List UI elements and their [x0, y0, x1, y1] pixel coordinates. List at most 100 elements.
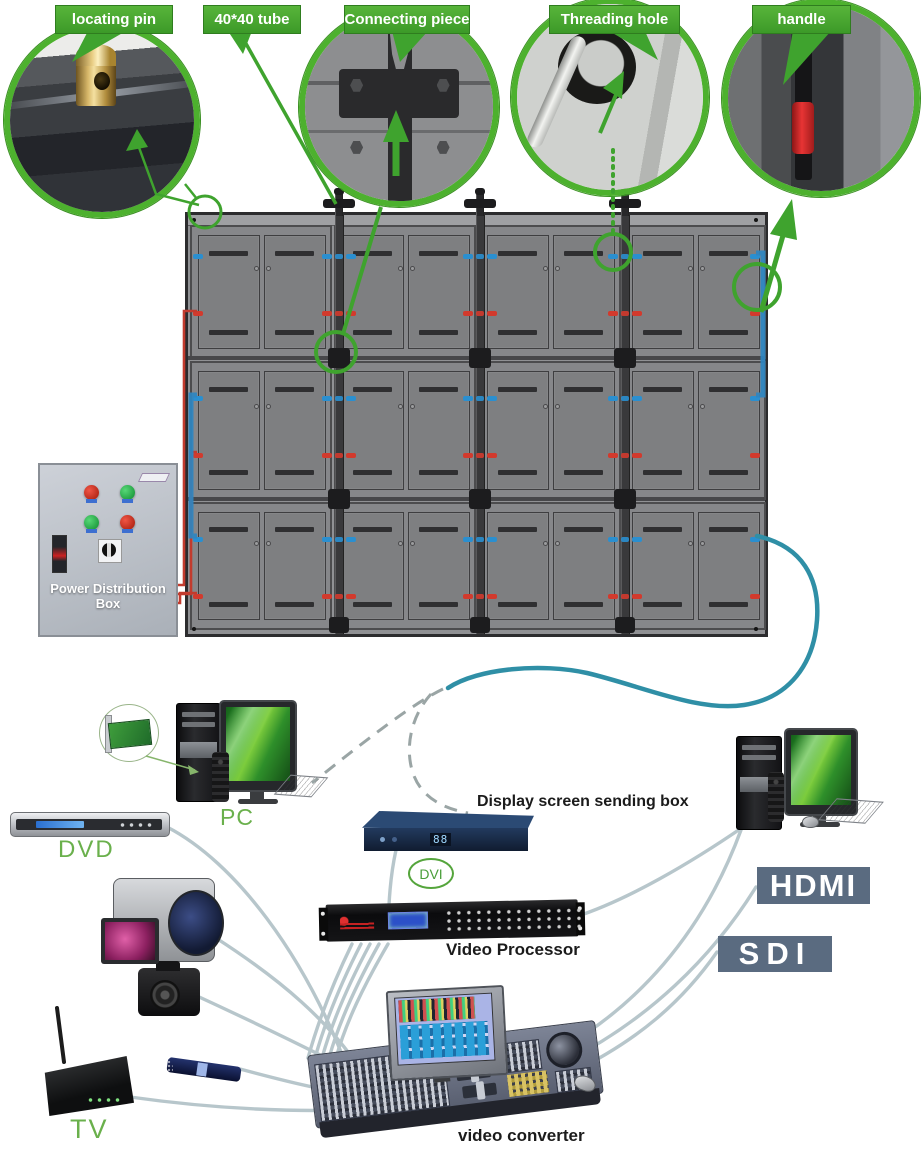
- dvd-front-strip: [16, 819, 162, 830]
- cabinet-door: [487, 235, 549, 349]
- hinge-dot: [688, 266, 693, 271]
- screen-softkeys: [399, 1020, 490, 1060]
- hinge-dot: [266, 403, 271, 409]
- wall-cabinet: [479, 361, 621, 500]
- monitor-base: [800, 822, 840, 827]
- power-distribution-box: Power Distribution Box: [38, 463, 178, 637]
- red-power-connector-icon: [608, 311, 618, 316]
- red-button-icon: [120, 515, 135, 533]
- wall-cabinet: [479, 502, 621, 630]
- sending-box-led: [392, 837, 397, 842]
- hinge-dot: [254, 266, 259, 271]
- blue-data-connector-icon: [346, 396, 356, 401]
- red-power-connector-icon: [346, 311, 356, 316]
- blue-data-connector-icon: [335, 254, 343, 259]
- camera-lens-icon: [150, 980, 180, 1010]
- blue-data-connector-icon: [335, 537, 343, 542]
- red-power-connector-icon: [476, 453, 484, 458]
- wall-cabinet: [479, 225, 621, 359]
- callout-label-tube: 40*40 tube: [203, 5, 301, 34]
- hinge-dot: [254, 541, 259, 547]
- locating-pin-photo: [4, 22, 200, 218]
- blue-data-connector-icon: [463, 537, 473, 542]
- capture-card-callout: [99, 704, 159, 762]
- processor-buttons: [443, 906, 585, 932]
- hex-bolt-icon: [436, 78, 450, 92]
- blue-data-connector-icon: [335, 396, 343, 401]
- sending-box-label: Display screen sending box: [477, 793, 689, 810]
- pc2-monitor: [784, 728, 858, 816]
- blue-data-connector-icon: [621, 537, 629, 542]
- blue-data-connector-icon: [476, 537, 484, 542]
- wall-cabinet: [334, 361, 476, 500]
- pc2-screen: [791, 735, 851, 805]
- hex-bolt-icon: [436, 140, 450, 154]
- cabinet-door: [553, 235, 615, 349]
- handle-slot: [794, 16, 812, 180]
- cabinet-door: [342, 512, 404, 620]
- red-power-connector-icon: [632, 594, 642, 599]
- drive-slot: [742, 745, 776, 750]
- wall-cabinet: [334, 225, 476, 359]
- hinge-dot: [398, 541, 403, 547]
- wall-cabinet: [190, 361, 332, 500]
- cabinet-door: [632, 512, 694, 620]
- cabinet-door: [342, 371, 404, 490]
- hinge-dot: [398, 266, 403, 271]
- remote-control-icon: [768, 772, 784, 822]
- vertical-tube-icon: [475, 215, 485, 634]
- monitor-stand: [250, 792, 264, 800]
- cabinet-door: [553, 371, 615, 490]
- hinge-dot: [700, 403, 705, 409]
- cabinet-door: [198, 512, 260, 620]
- red-power-connector-icon: [621, 453, 629, 458]
- cabinet-door: [264, 512, 326, 620]
- hinge-dot: [266, 266, 271, 271]
- blue-data-connector-icon: [487, 254, 497, 259]
- hinge-dot: [266, 541, 271, 547]
- red-power-connector-icon: [346, 594, 356, 599]
- cross-connector-icon: [469, 348, 491, 368]
- tube-cap-icon: [609, 199, 641, 208]
- handle-grip-icon: [792, 101, 815, 154]
- cabinet-door: [198, 235, 260, 349]
- blue-data-connector-icon: [487, 396, 497, 401]
- callout-label-connecting-piece: Connecting piece: [344, 5, 470, 34]
- red-power-connector-icon: [632, 453, 642, 458]
- cabinet-door: [198, 371, 260, 490]
- hinge-dot: [555, 403, 560, 409]
- mouse-icon: [802, 816, 819, 828]
- blue-data-connector-icon: [346, 254, 356, 259]
- red-power-connector-icon: [193, 453, 203, 458]
- wall-cabinet: [624, 502, 766, 630]
- sending-box: 88: [364, 828, 528, 851]
- hinge-dot: [688, 403, 693, 409]
- sending-box-display: 88: [430, 833, 452, 846]
- vertical-tube-icon: [620, 215, 630, 634]
- sdi-tag: SDI: [718, 936, 832, 972]
- callout-label-handle: handle: [752, 5, 851, 34]
- blue-data-connector-icon: [322, 396, 332, 401]
- red-power-connector-icon: [750, 311, 760, 316]
- red-power-connector-icon: [750, 594, 760, 599]
- red-power-connector-icon: [322, 594, 332, 599]
- hinge-dot: [700, 266, 705, 271]
- wall-cabinet: [334, 502, 476, 630]
- callout-text: 40*40 tube: [214, 11, 290, 28]
- wall-cabinet: [624, 361, 766, 500]
- video-processor: [318, 899, 586, 942]
- blue-data-connector-icon: [476, 396, 484, 401]
- camcorder-screen: [101, 918, 159, 964]
- red-power-connector-icon: [608, 453, 618, 458]
- tv-antenna-icon: [55, 1006, 66, 1064]
- video-converter-label: video converter: [458, 1126, 585, 1145]
- breaker-icon: [52, 535, 67, 573]
- corner-screw: [192, 218, 196, 222]
- video-processor-label: Video Processor: [446, 940, 580, 959]
- hinge-dot: [555, 266, 560, 271]
- monitor-base: [238, 799, 278, 804]
- red-power-connector-icon: [476, 594, 484, 599]
- mic-head-icon: [139, 1052, 173, 1086]
- microphone: [139, 1050, 243, 1090]
- tv-label: TV: [70, 1114, 109, 1144]
